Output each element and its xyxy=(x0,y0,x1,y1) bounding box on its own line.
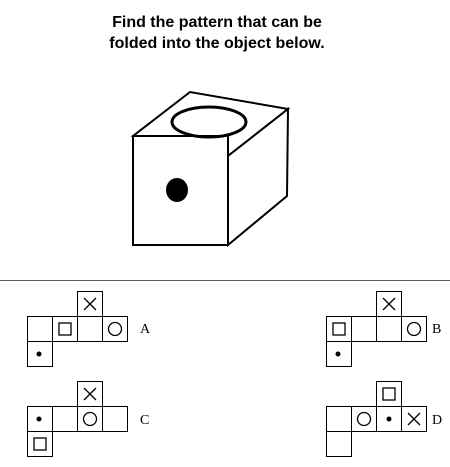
cube-top-circle-symbol xyxy=(170,105,248,139)
option-d-net[interactable] xyxy=(325,381,428,457)
circle-symbol xyxy=(107,321,123,337)
cross-symbol xyxy=(83,297,97,311)
option-d-label[interactable]: D xyxy=(432,413,443,428)
option-c-net[interactable] xyxy=(26,381,129,457)
option-c-label[interactable]: C xyxy=(140,413,150,428)
square-symbol xyxy=(382,387,396,401)
cross-symbol xyxy=(407,412,421,426)
dot-symbol xyxy=(36,351,42,357)
option-b-label[interactable]: B xyxy=(432,322,442,337)
circle-symbol xyxy=(82,411,98,427)
square-symbol xyxy=(33,437,47,451)
dot-symbol xyxy=(386,416,392,422)
question-line-1: Find the pattern that can be xyxy=(112,14,322,31)
question-line-2: folded into the object below. xyxy=(109,35,325,52)
circle-symbol xyxy=(356,411,372,427)
cube-front-dot-symbol xyxy=(166,178,188,202)
option-a-label[interactable]: A xyxy=(140,322,151,337)
square-symbol xyxy=(58,322,72,336)
cross-symbol xyxy=(83,387,97,401)
dot-symbol xyxy=(36,416,42,422)
dot-symbol xyxy=(335,351,341,357)
question-text: Find the pattern that can be folded into… xyxy=(0,12,434,54)
cube-figure xyxy=(130,90,291,248)
option-b-net[interactable] xyxy=(325,291,428,367)
option-a-net[interactable] xyxy=(26,291,129,367)
cross-symbol xyxy=(382,297,396,311)
square-symbol xyxy=(332,322,346,336)
circle-symbol xyxy=(406,321,422,337)
divider-line xyxy=(0,280,450,281)
